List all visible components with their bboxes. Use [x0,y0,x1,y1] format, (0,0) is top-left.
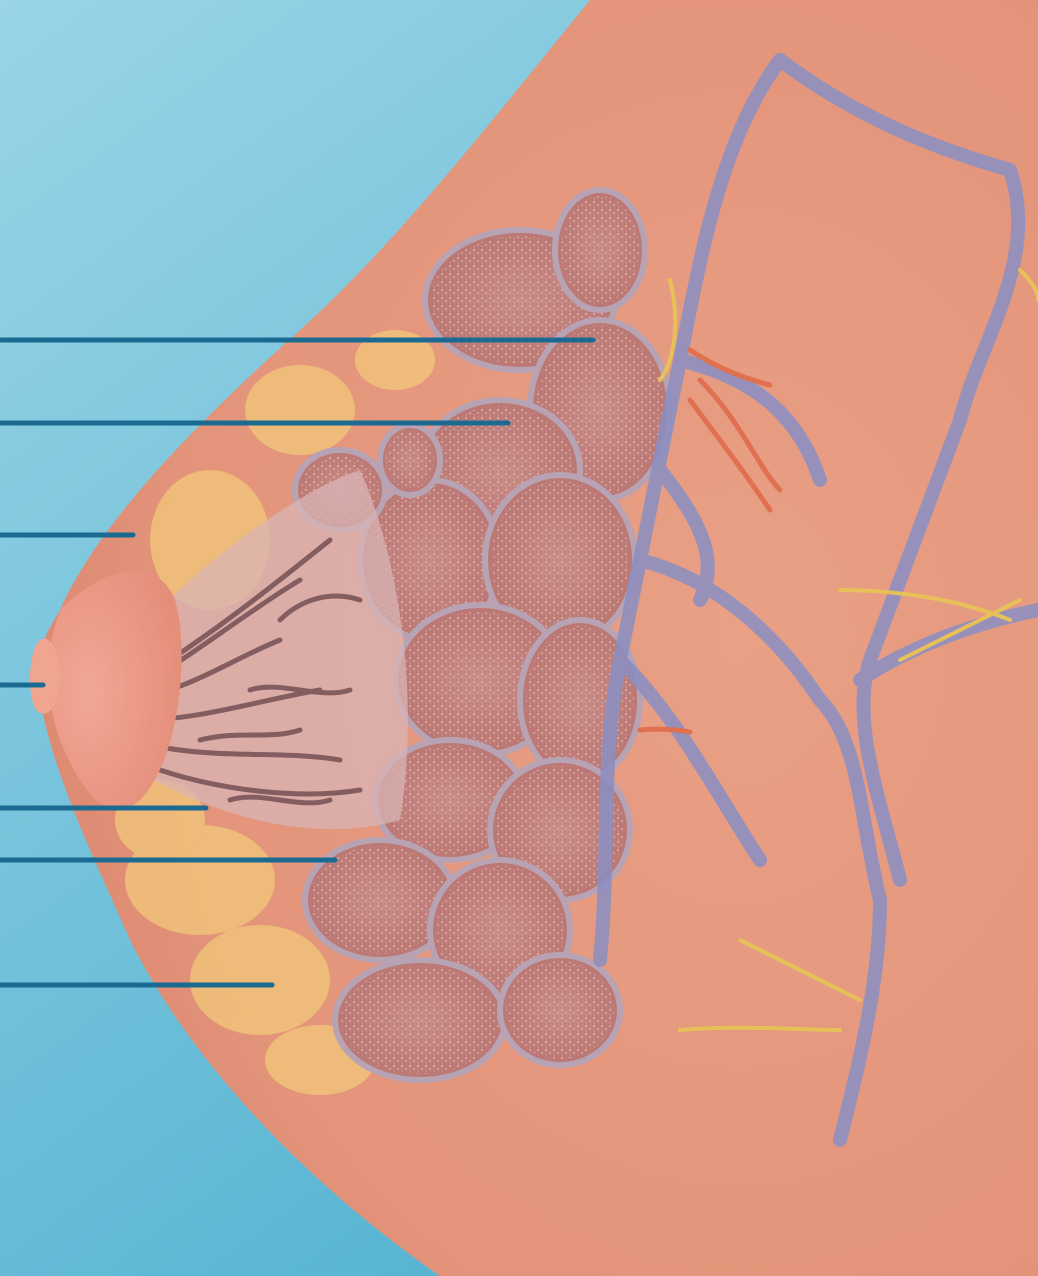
lobule-texture [386,431,434,489]
lobule-texture [506,961,614,1059]
lobule-texture [561,196,639,304]
lobule-texture [341,966,499,1074]
nerve [680,1028,840,1030]
artery [640,729,690,732]
